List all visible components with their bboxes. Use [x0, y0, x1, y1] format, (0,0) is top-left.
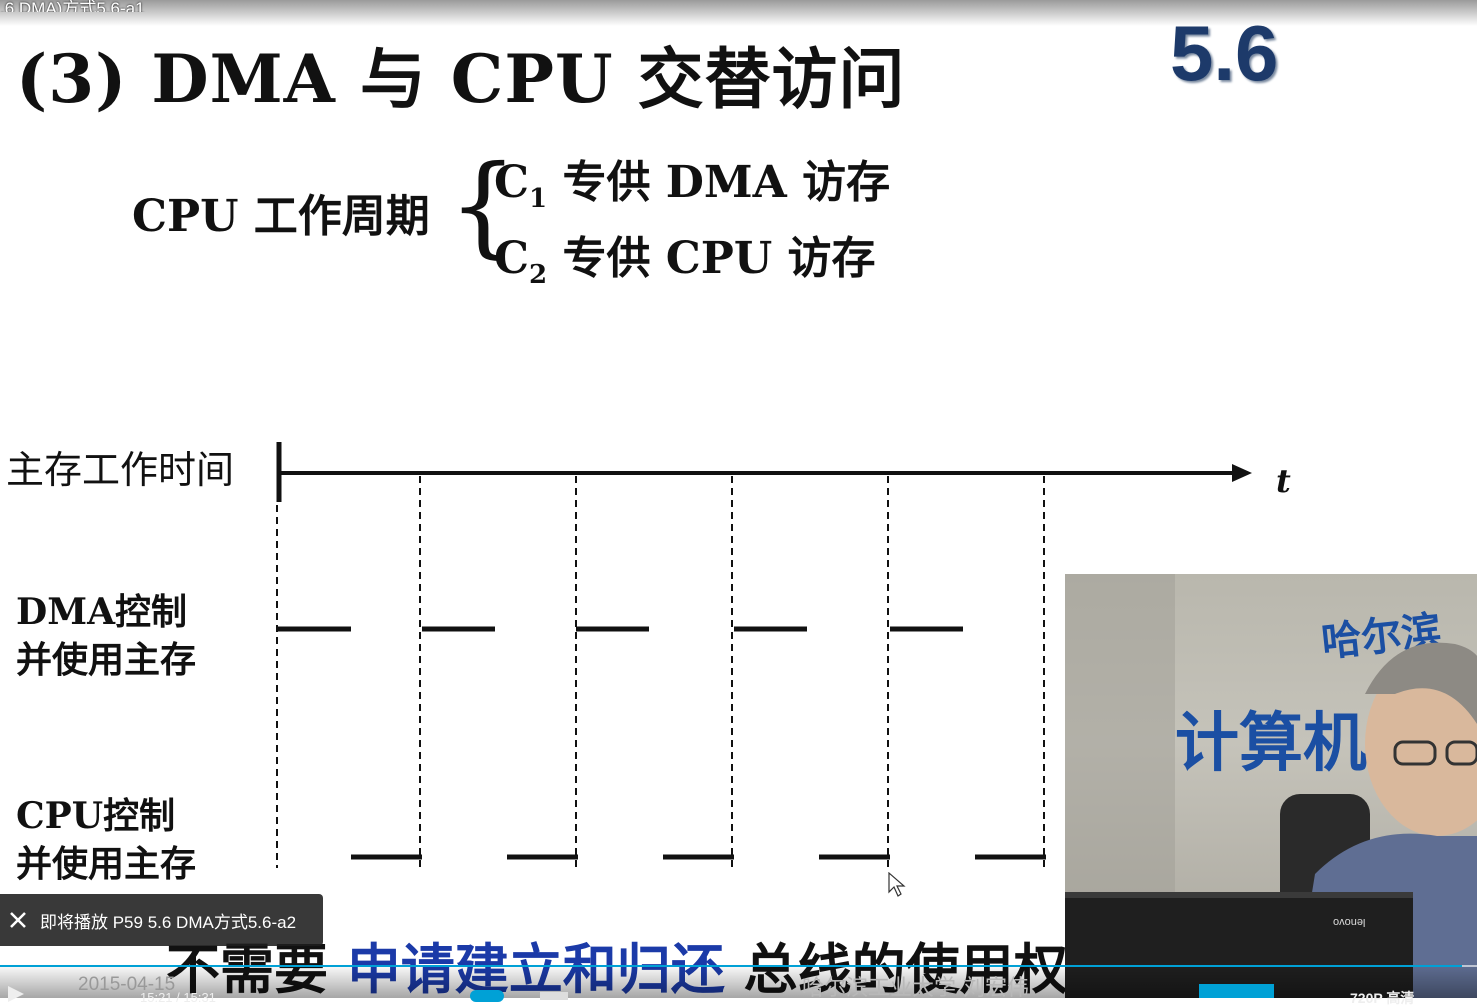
- dma-row-line1: DMA控制: [16, 591, 188, 633]
- danmaku-toggle[interactable]: [470, 990, 504, 1002]
- c2-symbol: C: [494, 233, 530, 284]
- progress-bar[interactable]: [0, 965, 1477, 967]
- timeline-arrow: [1232, 464, 1252, 482]
- c1-text: 专供 DMA 访存: [547, 157, 891, 208]
- slide-number: 5.6: [1170, 9, 1279, 97]
- watermark-text: 哈尔滨工业大学 刘宏伟: [802, 976, 1029, 1001]
- close-icon[interactable]: [2, 904, 34, 936]
- video-title: .6 DMA)方式5.6-a1: [0, 0, 145, 12]
- laptop-logo: lenovo: [1333, 916, 1366, 928]
- next-video-toast[interactable]: 即将播放 P59 5.6 DMA方式5.6-a2: [0, 894, 323, 946]
- progress-fill: [0, 965, 1463, 967]
- axis-t-label: t: [1276, 462, 1291, 500]
- cycle-item-c1: C1 专供 DMA 访存: [494, 146, 890, 214]
- mouse-cursor-icon: [888, 872, 906, 897]
- quality-selector[interactable]: 720P 高清: [1350, 990, 1415, 1006]
- subtitle-part1: 不需要: [166, 937, 347, 1001]
- danmaku-settings-icon[interactable]: [540, 992, 568, 1000]
- c1-symbol: C: [494, 157, 530, 208]
- dma-row-line2: 并使用主存: [16, 639, 197, 681]
- c2-text: 专供 CPU 访存: [547, 233, 876, 284]
- cpu-cycle-label: CPU 工作周期: [132, 191, 430, 242]
- timeline-label: 主存工作时间: [6, 448, 235, 492]
- cpu-row-line2: 并使用主存: [16, 843, 197, 885]
- dma-row-label: DMA控制 并使用主存: [16, 588, 196, 684]
- next-video-label[interactable]: 即将播放 P59 5.6 DMA方式5.6-a2: [40, 912, 297, 932]
- cpu-row-label: CPU控制 并使用主存: [16, 792, 196, 888]
- send-danmaku-button[interactable]: [1199, 984, 1274, 998]
- slide-title: (3) DMA 与 CPU 交替访问: [16, 40, 906, 118]
- play-icon[interactable]: [6, 986, 28, 1002]
- presenter-figure: [1065, 574, 1477, 998]
- webcam-overlay: 哈尔滨 计算机 lenovo: [1065, 574, 1477, 998]
- cycle-item-c2: C2 专供 CPU 访存: [494, 222, 876, 290]
- top-gradient: [0, 0, 1477, 26]
- subtitle-part3: 总线的使用权: [725, 937, 1068, 1001]
- cpu-row-line1: CPU控制: [16, 795, 176, 837]
- c1-subscript: 1: [529, 183, 548, 214]
- wall-sign-main: 计算机: [1175, 707, 1367, 781]
- upload-date: 2015-04-15: [78, 974, 176, 995]
- cycle-brace: {: [448, 141, 518, 269]
- subtitle-caption: 不需要 申请建立和归还 总线的使用权: [166, 925, 1068, 1004]
- player-controls: 2015-04-15 15:21 / 15:31 哈尔滨工业大学 刘宏伟 720…: [0, 964, 1477, 1006]
- subtitle-highlight: 申请建立和归还: [347, 937, 725, 1001]
- c2-subscript: 2: [529, 259, 548, 290]
